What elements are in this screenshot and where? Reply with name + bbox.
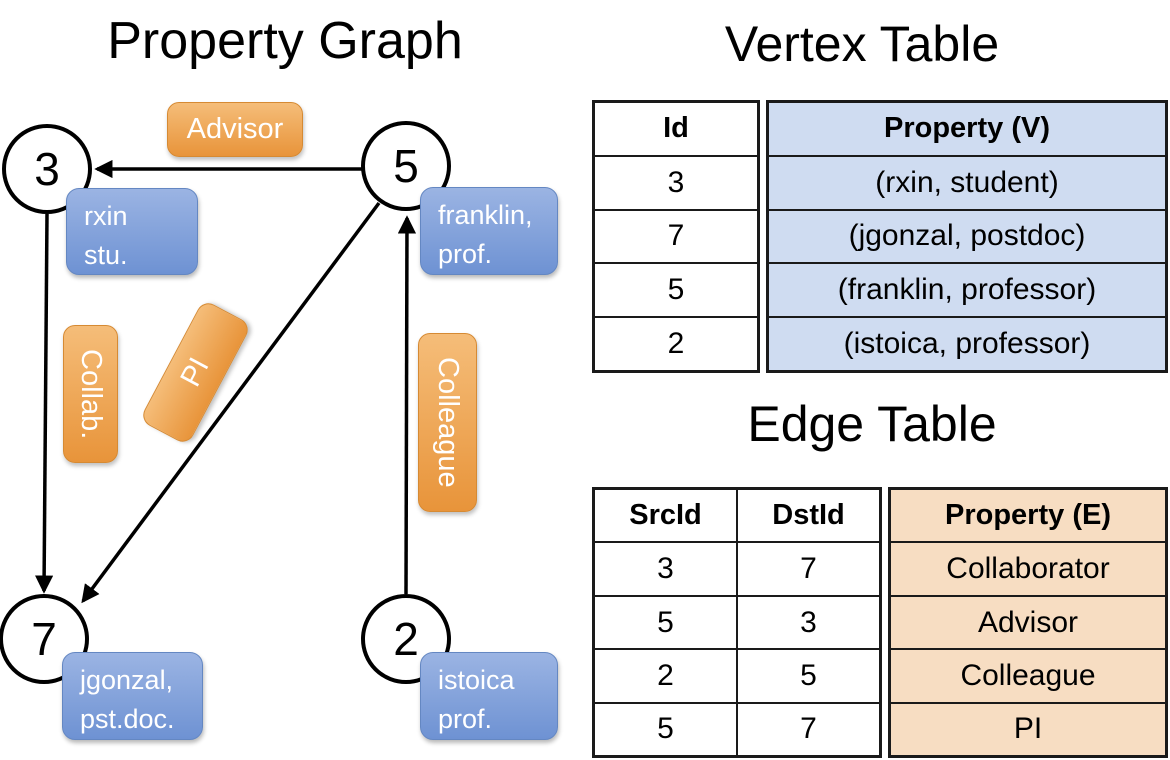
vertex-table: Id 3 7 5 2 Property (V) (rxin, student) … — [592, 100, 1168, 373]
callout-line: rxin — [84, 201, 128, 231]
table-cell: 5 — [657, 712, 674, 746]
callout-line: stu. — [84, 239, 128, 270]
edge-table-header-property: Property (E) — [891, 490, 1165, 542]
edge-table-title: Edge Table — [747, 396, 997, 452]
edge-label-collaborator: Collab. — [63, 325, 118, 463]
table-cell: Colleague — [891, 648, 1165, 702]
callout-line: jgonzal, — [80, 665, 174, 695]
edge-table-header-srcid: SrcId — [629, 499, 702, 532]
vertex-node-3: 3 — [2, 124, 92, 214]
table-cell: 5 — [595, 262, 757, 316]
callout-line: franklin, — [438, 200, 533, 230]
vertex-node-2-id: 2 — [393, 613, 419, 665]
table-cell: (jgonzal, postdoc) — [769, 208, 1165, 263]
edge-table-property-column: Property (E) Collaborator Advisor Collea… — [888, 487, 1168, 758]
table-cell: 3 — [736, 596, 879, 649]
table-cell: 3 — [657, 552, 674, 586]
vertex-property-callout-franklin: franklin, prof. — [420, 187, 558, 275]
table-cell: (franklin, professor) — [769, 262, 1165, 317]
table-cell: 7 — [736, 703, 879, 756]
colleague-edge-line-2-to-5 — [397, 215, 417, 595]
vertex-table-header-id: Id — [663, 112, 689, 145]
table-cell: 7 — [736, 543, 879, 595]
vertex-node-3-id: 3 — [34, 143, 60, 195]
table-cell: 5 — [657, 605, 674, 639]
vertex-property-callout-istoica: istoica prof. — [420, 652, 558, 740]
table-cell: Advisor — [891, 594, 1165, 649]
vertex-table-header-property: Property (V) — [769, 103, 1165, 155]
edge-label-advisor: Advisor — [167, 102, 303, 157]
callout-line: prof. — [438, 238, 493, 269]
table-cell: Collaborator — [891, 541, 1165, 595]
vertex-table-title: Vertex Table — [724, 16, 1000, 72]
edge-table-id-columns: SrcId DstId 3 7 5 3 2 5 5 7 — [592, 487, 882, 758]
vertex-property-callout-jgonzal: jgonzal, pst.doc. — [62, 652, 203, 740]
edge-table: SrcId DstId 3 7 5 3 2 5 5 7 Property (E)… — [592, 487, 1168, 758]
callout-line: pst.doc. — [80, 703, 175, 734]
vertex-node-7-id: 7 — [31, 613, 57, 665]
pi-edge-line-5-to-7 — [81, 201, 381, 604]
property-graph-title: Property Graph — [107, 12, 463, 70]
table-cell: 5 — [736, 650, 879, 702]
table-cell: 7 — [595, 208, 757, 263]
table-cell: 3 — [595, 154, 757, 209]
table-cell: (istoica, professor) — [769, 316, 1165, 370]
callout-line: istoica — [438, 665, 515, 695]
table-cell: 2 — [657, 658, 674, 692]
callout-line: prof. — [438, 703, 493, 734]
edge-table-header-dstid: DstId — [736, 490, 879, 542]
table-cell: 2 — [595, 316, 757, 370]
vertex-property-callout-rxin: rxin stu. — [66, 188, 198, 275]
vertex-table-property-column: Property (V) (rxin, student) (jgonzal, p… — [766, 100, 1168, 373]
vertex-table-id-column: Id 3 7 5 2 — [592, 100, 760, 373]
vertex-node-5-id: 5 — [393, 140, 419, 192]
table-cell: PI — [891, 701, 1165, 756]
table-cell: (rxin, student) — [769, 154, 1165, 209]
edge-label-colleague: Colleague — [418, 333, 477, 512]
collab-edge-line-3-to-7 — [35, 213, 54, 594]
